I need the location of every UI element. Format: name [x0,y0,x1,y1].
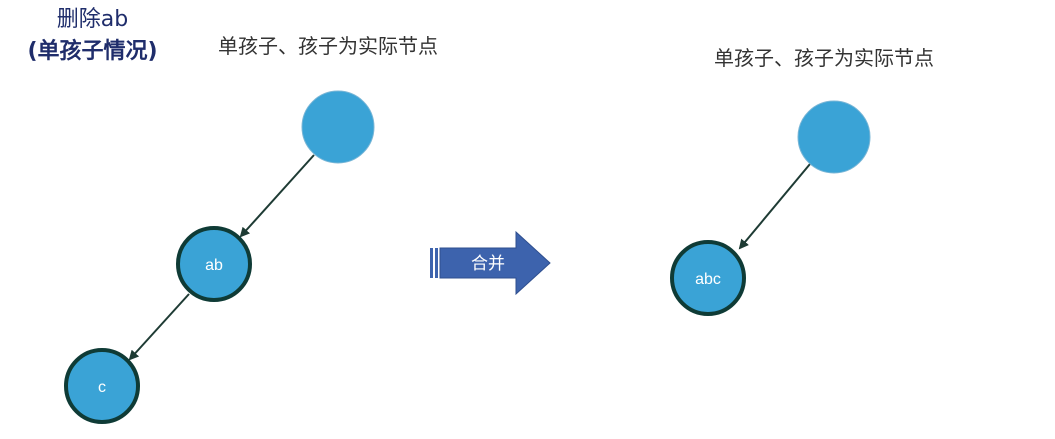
slide-title: 删除ab (单孩子情况) [0,4,185,68]
node-ab-label: ab [205,257,223,274]
title-line-2: (单孩子情况) [27,39,158,64]
merge-arrow-label: 合并 [471,254,505,274]
edge-root-to-ab [239,154,315,238]
edge-root-to-abc [738,163,811,250]
node-abc-label: abc [695,271,721,288]
merge-arrow: 合并 [430,230,551,296]
left-root-node [301,90,375,164]
right-diagram-caption: 单孩子、孩子为实际节点 [714,46,934,70]
node-c: c [64,348,140,424]
title-line-1: 删除ab [56,7,129,32]
right-root-node [797,100,871,174]
edge-ab-to-c [128,293,190,361]
left-diagram-caption: 单孩子、孩子为实际节点 [218,34,438,58]
node-c-label: c [98,379,106,396]
node-abc: abc [670,240,746,316]
node-ab: ab [176,226,252,302]
